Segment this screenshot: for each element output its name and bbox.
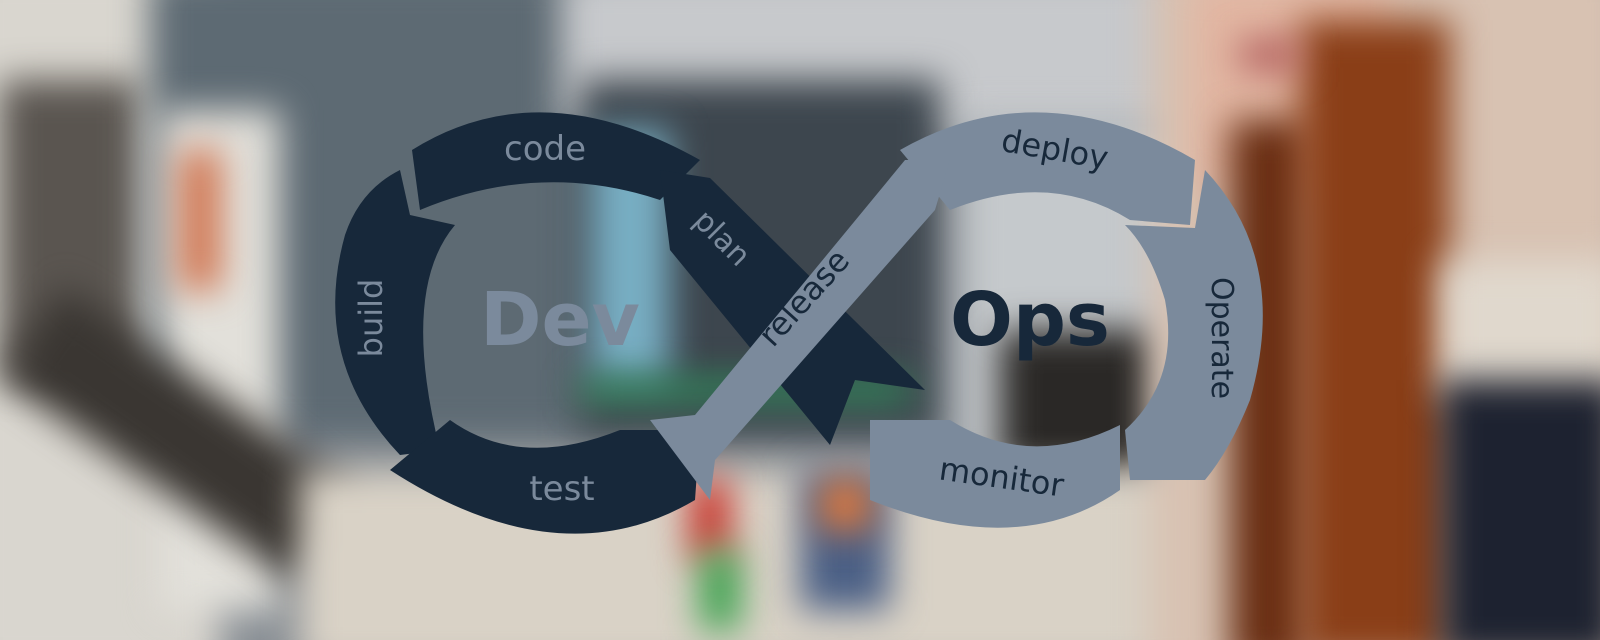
stage-test-segment <box>390 420 700 534</box>
stage-code-segment <box>412 112 700 210</box>
ops-title: Ops <box>950 277 1110 363</box>
stage-release-segment <box>650 160 950 500</box>
stage-operate-segment <box>1125 170 1263 480</box>
stage-monitor-segment <box>870 420 1120 528</box>
stage-deploy-segment <box>900 112 1195 225</box>
dev-title: Dev <box>480 277 640 363</box>
stage-label-build: build <box>352 279 390 358</box>
stage-build-segment <box>335 170 455 455</box>
stage-label-code: code <box>504 129 586 169</box>
stage-label-operate: Operate <box>1204 277 1239 399</box>
stage-label-test: test <box>529 469 594 509</box>
ops-loop <box>650 112 1263 528</box>
